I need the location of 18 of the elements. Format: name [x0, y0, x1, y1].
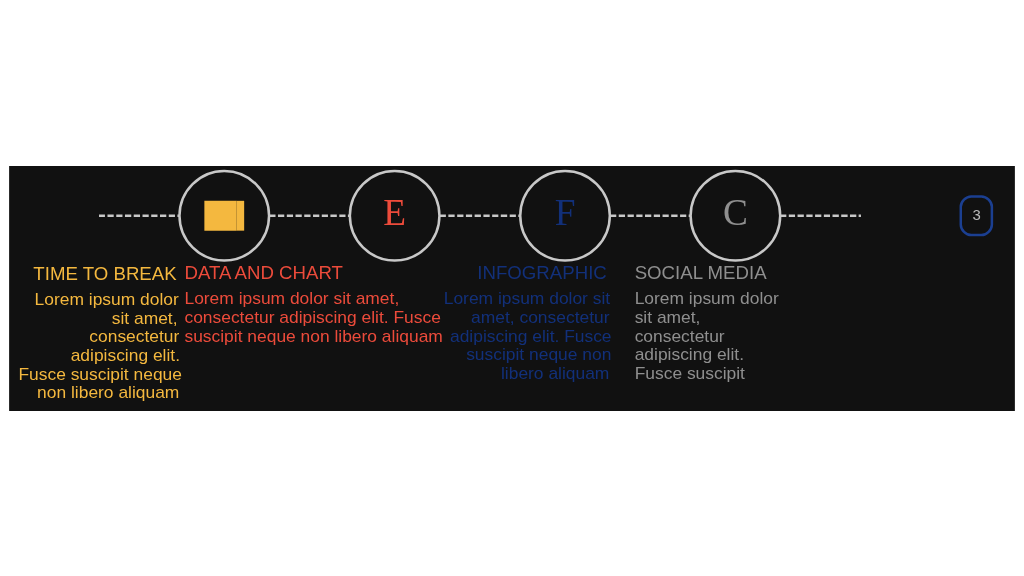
connector [99, 214, 180, 217]
node-circle: F [519, 169, 612, 262]
node-circle: E [348, 169, 441, 262]
node-circle [178, 169, 271, 262]
node-label: SOCIAL MEDIA [634, 261, 767, 283]
node-label: Lorem ipsum dolor sit amet, consectetur adipiscing elit. Fusce suscipit [634, 287, 779, 383]
node-label: INFOGRAPHIC [477, 261, 607, 283]
connector [269, 214, 350, 217]
node-label: TIME TO BREAK [33, 262, 177, 284]
node-label: DATA AND CHART [184, 261, 343, 283]
node-label: Lorem ipsum dolor sit amet, consectetur adipiscing elit. Fusce suscipit neque non libero aliquam [184, 287, 443, 346]
connector [439, 214, 521, 217]
node-label: Lorem ipsum dolor sit amet, consectetur adipiscing elit. Fusce suscipit neque non libero aliquam [443, 287, 612, 383]
label: 3 [972, 205, 981, 223]
node-circle: C [689, 169, 782, 262]
node-label: Lorem ipsum dolor sit amet, consectetur adipiscing elit. Fusce suscipit neque non libero aliquam [18, 288, 182, 402]
connector [780, 214, 861, 217]
connector [610, 214, 691, 217]
